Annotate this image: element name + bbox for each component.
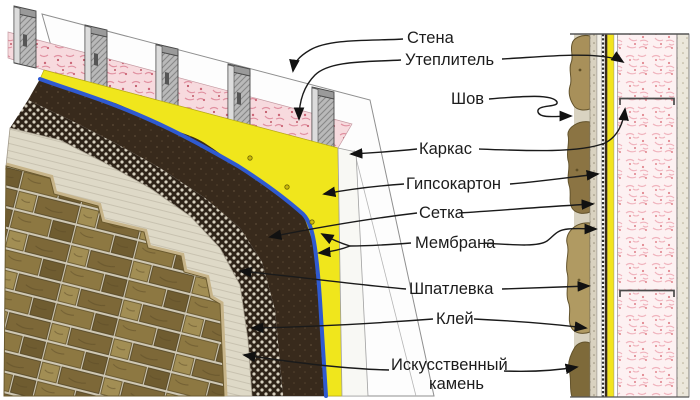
screw-dots — [247, 155, 315, 225]
label-wall: Стена — [407, 29, 455, 47]
cross-section-view — [566, 33, 690, 398]
label-seam: Шов — [451, 90, 484, 108]
leader-mesh-right — [458, 199, 595, 214]
section-insulation — [617, 33, 678, 398]
label-frame: Каркас — [419, 140, 472, 158]
section-frame-profile — [619, 289, 675, 297]
leader-putty-right — [501, 281, 591, 292]
section-stone-column — [566, 35, 591, 398]
leader-frame-left — [349, 148, 418, 159]
section-gap — [613, 33, 618, 398]
section-glue — [589, 33, 598, 398]
leader-membrane-left-b — [317, 245, 351, 258]
leader-membrane-right — [483, 223, 598, 246]
leader-membrane-left-a — [320, 233, 351, 247]
labels-column: Стена Утеплитель Шов Каркас Гипсокартон … — [391, 29, 508, 393]
section-frame-profile — [619, 97, 675, 105]
leader-insulation-right — [501, 51, 625, 64]
label-mesh: Сетка — [419, 204, 465, 222]
layer-stone-3d — [3, 165, 225, 397]
leader-insulation-left — [293, 59, 402, 121]
layer-membrane-3d — [28, 79, 326, 396]
leader-membrane-left — [349, 242, 412, 247]
label-stone-line2: камень — [429, 375, 484, 393]
membrane-edge-line — [38, 77, 328, 398]
leader-mesh-left — [268, 212, 418, 240]
stud — [311, 86, 335, 150]
leader-stone-left — [242, 351, 390, 371]
leader-drywall-right — [509, 170, 600, 185]
leader-lines — [238, 38, 629, 375]
leader-frame-right — [478, 107, 629, 152]
leader-glue-left — [250, 318, 434, 334]
stud — [84, 24, 108, 88]
label-stone-line1: Искусственный — [391, 356, 508, 374]
leader-glue-right — [473, 318, 588, 332]
label-drywall: Гипсокартон — [406, 175, 501, 193]
leader-wall-left — [289, 38, 404, 73]
label-glue: Клей — [436, 310, 474, 328]
stud — [227, 63, 251, 127]
leader-seam-right — [488, 95, 573, 122]
layer-mesh-3d — [10, 100, 283, 396]
stud-frame-group — [13, 5, 335, 150]
stud — [13, 5, 37, 69]
stud — [155, 43, 179, 107]
label-membrane: Мембрана — [415, 234, 496, 252]
label-putty: Шпатлевка — [409, 280, 494, 298]
leader-putty-left — [238, 266, 407, 290]
section-wall — [676, 33, 690, 398]
section-drywall — [607, 33, 615, 398]
label-insulation: Утеплитель — [405, 51, 494, 69]
leader-stone-right — [503, 363, 579, 375]
exploded-view-3d — [3, 5, 435, 398]
leader-drywall-left — [322, 183, 405, 198]
section-putty — [596, 33, 602, 398]
